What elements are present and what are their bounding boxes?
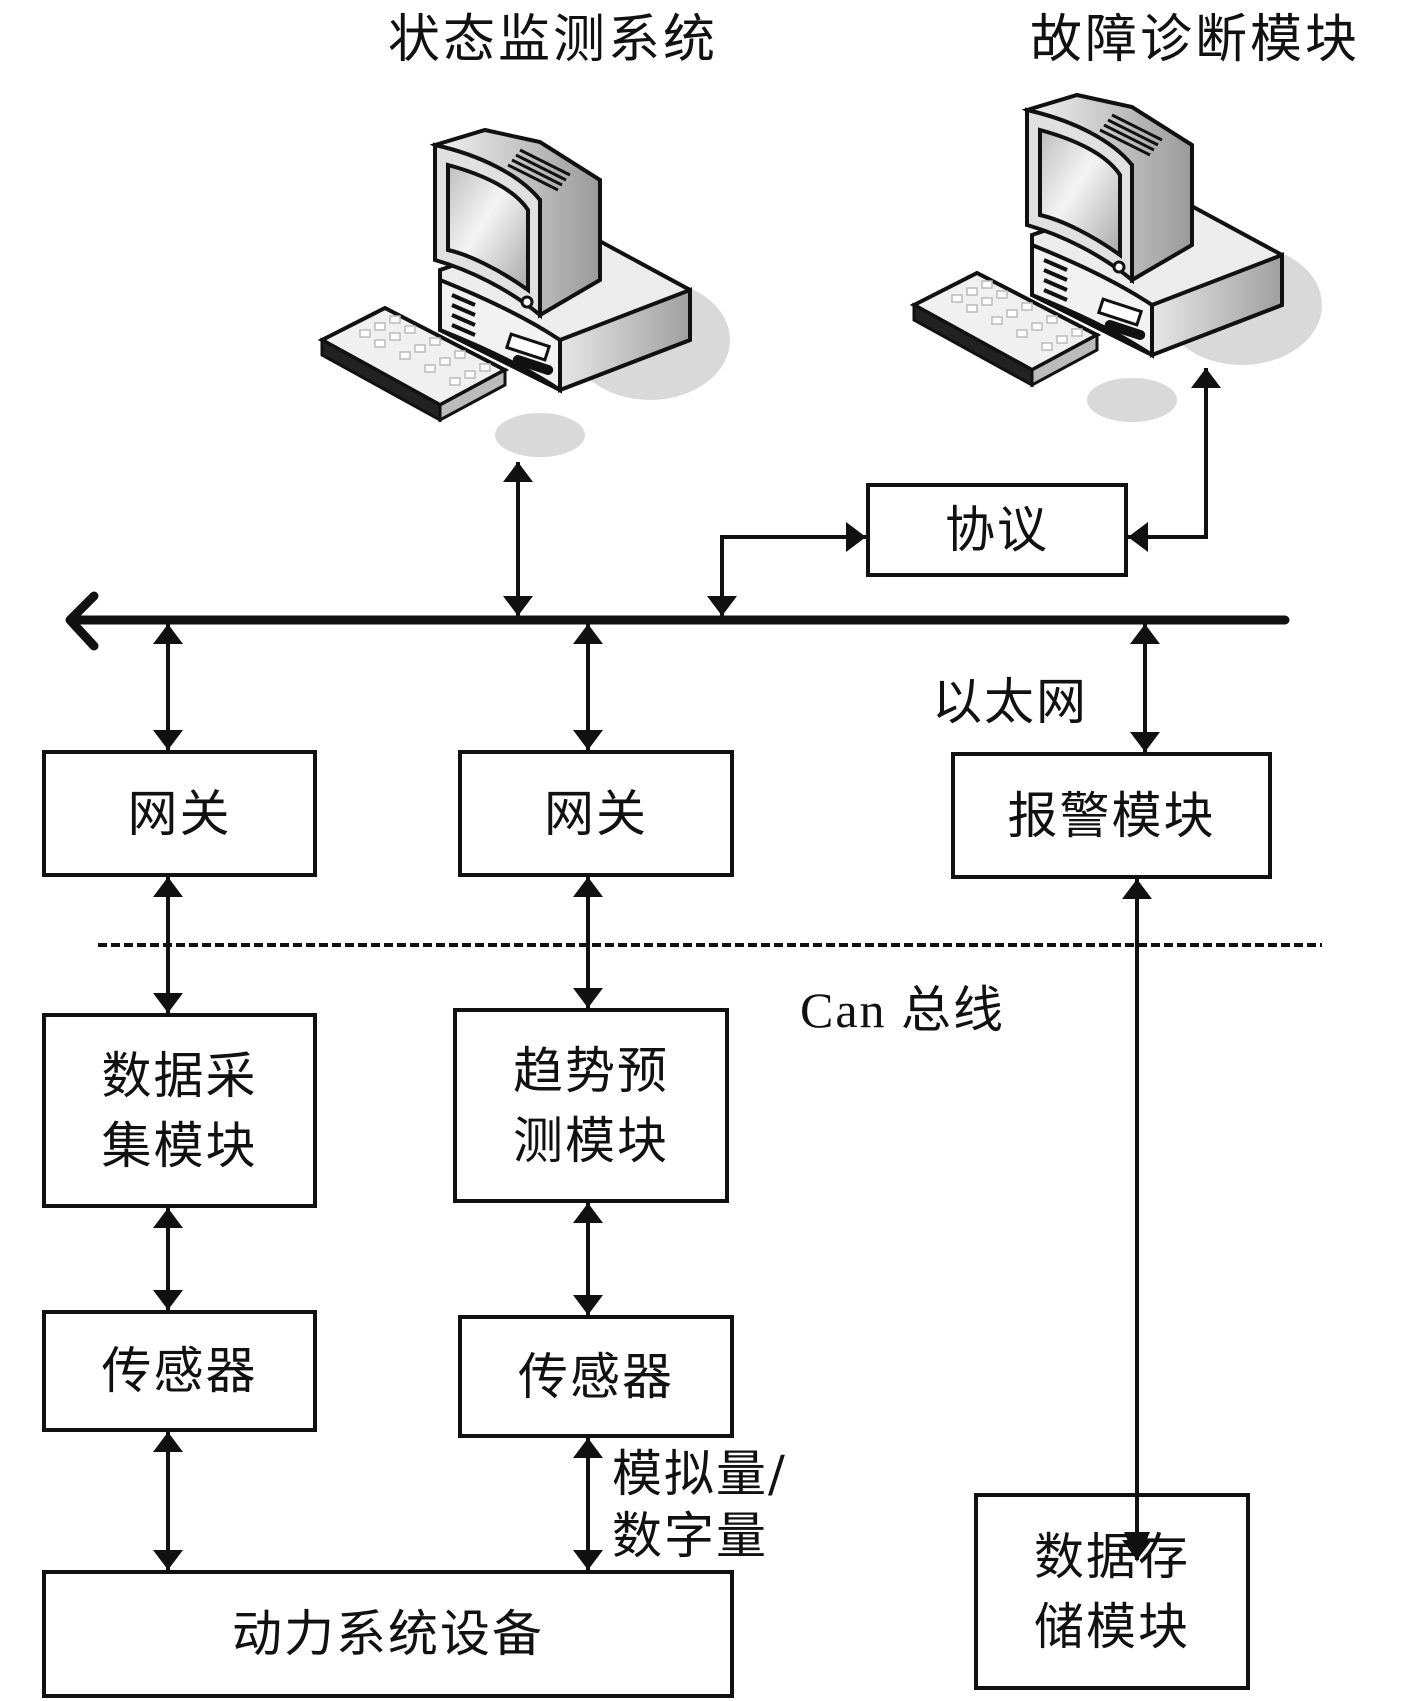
trend-prediction-box: 趋势预 测模块 (453, 1008, 729, 1203)
vent-slots (1043, 258, 1068, 302)
keyboard-side (1030, 332, 1099, 388)
keyboard-shadow (1087, 378, 1177, 422)
vent-slots (451, 293, 476, 337)
data-storage-line-1: 数据存 (1034, 1527, 1190, 1586)
monitor-vents (1099, 113, 1163, 157)
gateway-box-2: 网关 (458, 750, 734, 877)
bus-arrow-left-icon (65, 591, 99, 651)
keyboard-shadow (495, 413, 585, 457)
data-storage-line-2: 储模块 (1034, 1597, 1190, 1656)
signal-type-line-1: 模拟量/ (612, 1445, 787, 1503)
disk-slot (512, 355, 554, 375)
alarm-module-label: 报警模块 (1007, 786, 1216, 845)
monitor-screen (1038, 127, 1122, 259)
connector-bus-protocol (707, 522, 866, 616)
alarm-module-box: 报警模块 (951, 752, 1272, 879)
signal-type-line-2: 数字量 (612, 1507, 768, 1565)
sensor-2-label: 传感器 (518, 1347, 674, 1406)
monitoring-computer-icon (317, 127, 730, 457)
gateway-1-label: 网关 (127, 784, 232, 843)
keyboard-side (438, 367, 507, 423)
keyboard-keys (951, 280, 1083, 351)
sensor-box-2: 传感器 (458, 1315, 734, 1438)
sensor-1-label: 传感器 (101, 1342, 258, 1400)
trend-prediction-line-1: 趋势预 (513, 1041, 669, 1100)
ethernet-label: 以太网 (932, 673, 1088, 731)
data-acquisition-line-2: 集模块 (101, 1116, 258, 1175)
fault-diagnosis-title: 故障诊断模块 (1030, 10, 1361, 70)
data-acquisition-box: 数据采 集模块 (42, 1013, 317, 1208)
gateway-box-1: 网关 (42, 750, 317, 877)
sensor-box-1: 传感器 (42, 1310, 317, 1432)
data-storage-box: 数据存 储模块 (974, 1493, 1250, 1690)
monitor-vents (507, 148, 571, 192)
can-bus-label: Can 总线 (800, 982, 1006, 1038)
power-equipment-label: 动力系统设备 (232, 1605, 544, 1663)
protocol-label: 协议 (945, 501, 1049, 559)
keyboard-keys (359, 315, 491, 386)
power-button (1112, 260, 1126, 274)
monitoring-system-title: 状态监测系统 (388, 10, 719, 70)
diagnosis-computer-icon (909, 92, 1322, 422)
drive-bay (1096, 297, 1144, 327)
power-equipment-box: 动力系统设备 (42, 1570, 734, 1698)
disk-slot (1104, 320, 1146, 340)
connector-diagnosis-protocol (1128, 368, 1221, 552)
drive-bay (504, 332, 552, 362)
signal-type-label: 模拟量/ 数字量 (612, 1443, 787, 1567)
gateway-2-label: 网关 (544, 784, 648, 843)
protocol-box: 协议 (866, 483, 1128, 577)
power-button (520, 295, 534, 309)
monitor-screen (446, 162, 530, 294)
data-acquisition-line-1: 数据采 (101, 1046, 258, 1105)
trend-prediction-line-2: 测模块 (513, 1111, 669, 1170)
